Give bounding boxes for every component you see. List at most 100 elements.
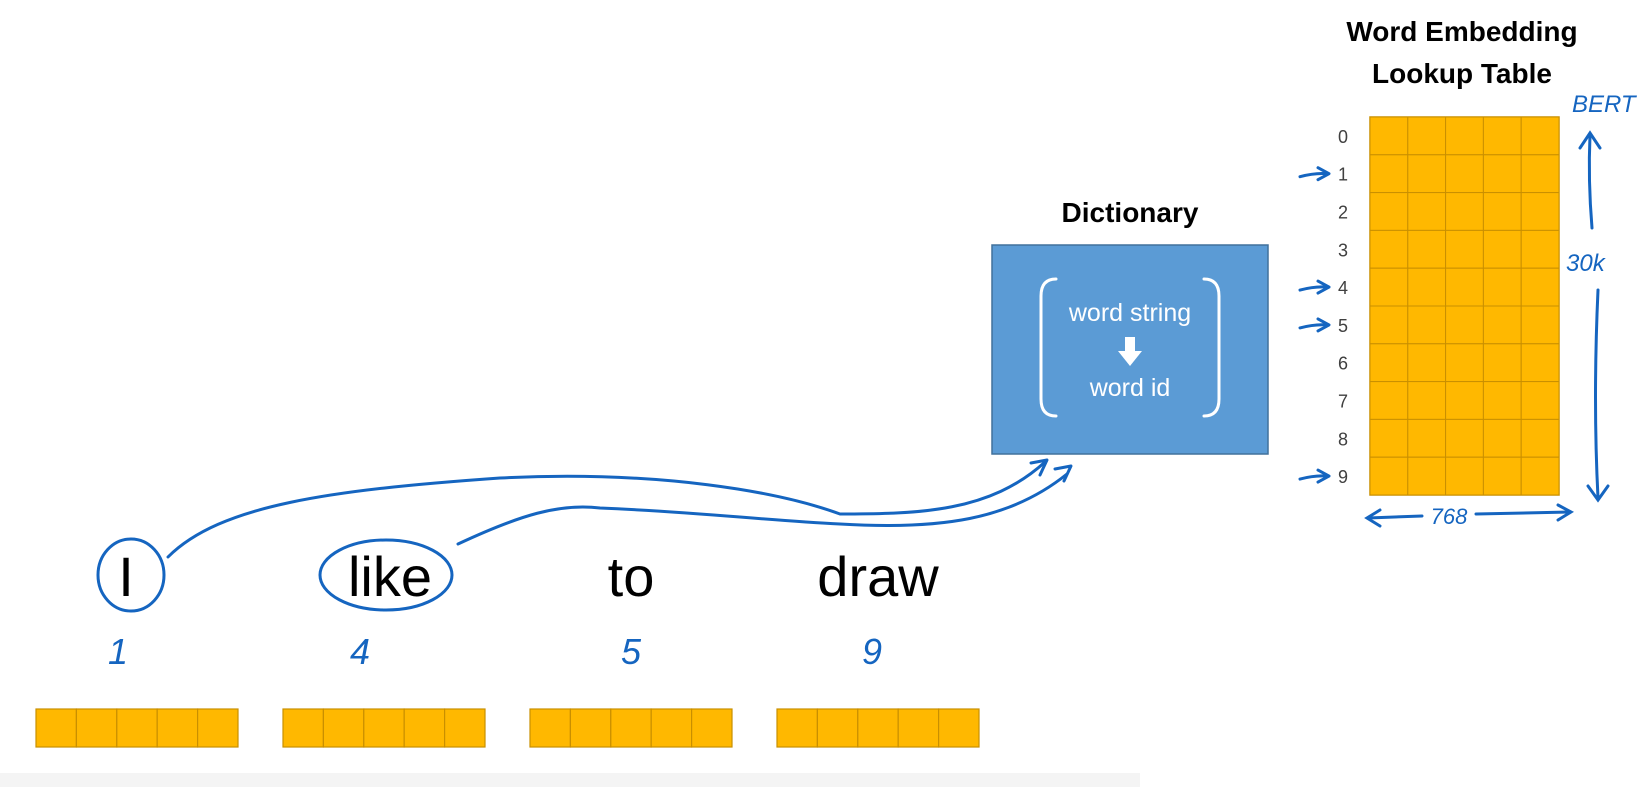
lookup-table-cell [1520,154,1560,194]
cols-dimension-arrowhead-right [1556,503,1575,522]
lookup-table-cell [1407,229,1447,269]
arrowhead-I [1029,458,1049,477]
lookup-table-title-line2: Lookup Table [1372,58,1552,89]
dictionary-from-label: word string [1068,299,1191,327]
curve-word-I-to-dictionary [166,460,1047,559]
embedding-vector-cell [897,708,940,748]
embedding-vector-1 [35,708,239,748]
lookup-table-cell [1520,116,1560,156]
embedding-vector-4 [776,708,980,748]
lookup-table-title-line1: Word Embedding [1346,16,1577,47]
cols-dimension-arrowhead-left [1364,508,1382,528]
lookup-table-cell [1445,343,1484,383]
embedding-vector-cell [690,708,733,748]
lookup-table-cell [1520,267,1560,307]
embedding-vector-cell [444,708,486,748]
word-4: draw [817,545,939,608]
embedding-vector-cell [282,708,325,748]
embedding-vector-cell [650,708,693,748]
lookup-table-cell [1482,456,1522,496]
curve-word-like-to-dictionary [456,472,1069,546]
lookup-table-cell [1407,116,1447,156]
lookup-table-cell [1482,154,1522,194]
rows-dimension-arrow-down [1594,288,1600,500]
lookup-table-cell [1445,305,1484,345]
row-index: 7 [1338,392,1348,412]
bert-label: BERT [1572,91,1638,118]
row-index: 6 [1338,354,1348,374]
lookup-table-cell [1482,192,1522,231]
lookup-table-cell [1369,116,1409,156]
lookup-table-cell [1407,192,1447,231]
row-index: 2 [1338,203,1348,223]
word-id-1: 1 [108,631,128,672]
embedding-vector-cell [816,708,859,748]
lookup-table-cell [1445,229,1484,269]
embedding-vector-cell [857,708,899,748]
rows-dimension-arrow-up [1587,133,1594,230]
lookup-table-cell [1407,267,1447,307]
row-index: 0 [1338,127,1348,147]
word-3: to [608,545,655,608]
row-index: 4 [1338,278,1348,298]
lookup-table-cell [1482,267,1522,307]
lookup-table-cell [1369,418,1409,458]
row-pointer-arrow [1298,285,1329,292]
lookup-table-cell [1407,305,1447,345]
lookup-table-cell [1445,418,1484,458]
embedding-vectors [35,708,980,748]
cols-dimension-arrow-right [1474,510,1572,516]
lookup-table-cell [1445,267,1484,307]
cols-dimension-annotation [1364,503,1575,528]
embedding-vector-2 [282,708,486,748]
word-id-4: 9 [862,631,882,672]
lookup-table-cell [1520,305,1560,345]
lookup-table-cell [1369,154,1409,194]
row-pointer-arrowhead [1316,279,1331,295]
row-index: 9 [1338,467,1348,487]
lookup-table-grid [1369,116,1560,496]
embedding-vector-cell [116,708,158,748]
row-pointer-arrowhead [1316,468,1331,484]
word-circle [318,538,454,612]
embedding-vector-cell [569,708,612,748]
lookup-table-cell [1482,305,1522,345]
lookup-table-cell [1445,116,1484,156]
cols-dimension-arrow-left [1366,514,1424,520]
word-id-2: 4 [350,631,370,672]
lookup-table-cell [1369,343,1409,383]
rows-dimension-arrowhead-down [1586,484,1610,503]
embedding-vector-cell [197,708,239,748]
lookup-table-cell [1482,116,1522,156]
arrowhead-like [1053,464,1073,483]
lookup-table-cell [1520,381,1560,420]
lookup-table-cell [1520,418,1560,458]
rows-dimension-annotation [1578,130,1610,503]
lookup-table-cell [1407,456,1447,496]
bert-annotation: BERT [1572,91,1638,118]
lookup-table-cell [1369,229,1409,269]
lookup-table-cell [1369,192,1409,231]
dictionary-to-label: word id [1089,374,1171,402]
embedding-vector-cell [156,708,199,748]
embedding-vector-cell [363,708,405,748]
row-pointer-arrowhead [1316,317,1331,333]
lookup-table-cell [1445,456,1484,496]
dictionary-title: Dictionary [1062,197,1199,228]
down-arrow-icon [1118,337,1142,366]
lookup-table-cell [1520,456,1560,496]
lookup-table-cell [1520,343,1560,383]
lookup-table-cell [1482,381,1522,420]
row-pointer-arrows [1298,166,1331,484]
embedding-vector-cell [35,708,78,748]
row-index: 1 [1338,165,1348,185]
lookup-table-cell [1520,229,1560,269]
lookup-table-cell [1445,192,1484,231]
embedding-vector-cell [776,708,819,748]
lookup-table-cell [1369,456,1409,496]
